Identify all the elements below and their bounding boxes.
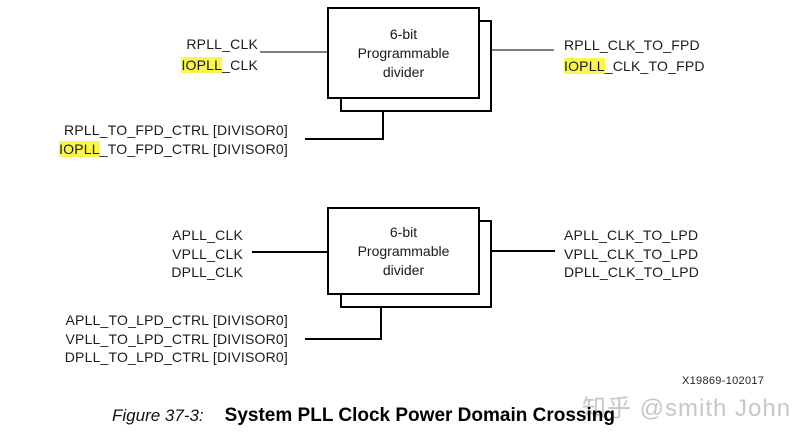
label-text: DPLL_CLK_TO_LPD [564,264,700,280]
label-text: DPLL_CLK [171,264,243,280]
fpd-clock-output-wire [492,49,554,51]
divider-block-line2: Programmable [357,242,450,259]
lpd-clock-input-wire [252,251,327,253]
lpd-control-wire-horizontal [305,338,381,340]
label-text: RPLL_TO_FPD_CTRL [DIVISOR0] [63,122,288,138]
label-dpll-clk-to-lpd: DPLL_CLK_TO_LPD [564,263,699,282]
label-iopll-clk: IOPLL_CLK [138,55,258,76]
label-apll-clk-to-lpd: APLL_CLK_TO_LPD [564,226,699,245]
label-text: APLL_TO_LPD_CTRL [DIVISOR0] [65,312,288,328]
label-text: APLL_CLK_TO_LPD [564,227,699,243]
label-text: APLL_CLK [172,227,243,243]
watermark: 知乎 @smith John [582,395,792,422]
divider-block-line3: divider [382,63,425,80]
label-vpll-clk: VPLL_CLK [123,245,243,264]
label-rpll-to-fpd-ctrl: RPLL_TO_FPD_CTRL [DIVISOR0] [20,121,288,140]
label-text: DPLL_TO_LPD_CTRL [DIVISOR0] [64,349,288,365]
divider-block-line3: divider [382,261,425,278]
lpd-clock-output-wire [492,250,555,252]
figure-caption-label: Figure 37-3: [112,406,204,425]
label-text: _CLK_TO_FPD [604,58,705,74]
fpd-input-labels: RPLL_CLK IOPLL_CLK [138,34,258,76]
lpd-output-labels: APLL_CLK_TO_LPD VPLL_CLK_TO_LPD DPLL_CLK… [564,226,699,282]
label-iopll-to-fpd-ctrl: IOPLL_TO_FPD_CTRL [DIVISOR0] [20,140,288,159]
label-vpll-to-lpd-ctrl: VPLL_TO_LPD_CTRL [DIVISOR0] [20,330,288,349]
label-text: _TO_FPD_CTRL [DIVISOR0] [99,140,288,157]
label-vpll-clk-to-lpd: VPLL_CLK_TO_LPD [564,245,699,264]
figure-caption-title: System PLL Clock Power Domain Crossing [224,405,615,426]
fpd-divider-block: 6-bit Programmable divider [327,7,480,99]
label-apll-to-lpd-ctrl: APLL_TO_LPD_CTRL [DIVISOR0] [20,311,288,330]
fpd-control-labels: RPLL_TO_FPD_CTRL [DIVISOR0] IOPLL_TO_FPD… [20,121,288,158]
figure-id: X19869-102017 [682,375,765,387]
label-text: RPLL_CLK_TO_FPD [564,37,700,53]
lpd-control-labels: APLL_TO_LPD_CTRL [DIVISOR0] VPLL_TO_LPD_… [20,311,288,367]
divider-block-line1: 6-bit [389,223,418,240]
fpd-control-wire-vertical [382,112,384,140]
lpd-divider-block: 6-bit Programmable divider [327,207,480,295]
fpd-output-labels: RPLL_CLK_TO_FPD IOPLL_CLK_TO_FPD [564,35,705,77]
label-text: VPLL_CLK_TO_LPD [564,245,699,262]
highlight: IOPLL [181,57,223,73]
label-text: VPLL_CLK [172,245,243,262]
figure-caption: Figure 37-3: System PLL Clock Power Doma… [112,405,615,427]
fpd-clock-input-wire [260,51,327,53]
lpd-input-labels: APLL_CLK VPLL_CLK DPLL_CLK [123,226,243,282]
label-dpll-clk: DPLL_CLK [123,263,243,282]
label-text: RPLL_CLK [186,36,258,52]
label-iopll-clk-to-fpd: IOPLL_CLK_TO_FPD [564,56,705,77]
divider-block-line2: Programmable [357,44,450,61]
label-dpll-to-lpd-ctrl: DPLL_TO_LPD_CTRL [DIVISOR0] [20,348,288,367]
divider-block-line1: 6-bit [389,25,418,42]
label-rpll-clk-to-fpd: RPLL_CLK_TO_FPD [564,35,705,56]
label-text: _CLK [222,57,258,73]
label-apll-clk: APLL_CLK [123,226,243,245]
highlight: IOPLL [564,58,605,74]
label-text: VPLL_TO_LPD_CTRL [DIVISOR0] [65,330,288,347]
fpd-control-wire-horizontal [305,138,383,140]
highlight: IOPLL [59,140,100,157]
label-rpll-clk: RPLL_CLK [138,34,258,55]
lpd-control-wire-vertical [380,308,382,340]
